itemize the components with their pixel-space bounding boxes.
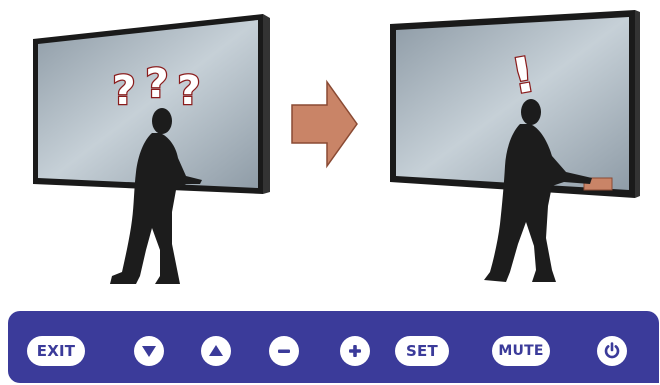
set-button[interactable]: SET bbox=[395, 336, 449, 366]
power-icon bbox=[603, 342, 621, 360]
triangle-down-icon bbox=[141, 344, 157, 358]
question-mark-2: ? bbox=[145, 61, 168, 107]
up-button[interactable] bbox=[201, 336, 231, 366]
minus-icon bbox=[276, 343, 292, 359]
down-button[interactable] bbox=[134, 336, 164, 366]
minus-button[interactable] bbox=[269, 336, 299, 366]
control-panel bbox=[8, 311, 659, 383]
plus-icon bbox=[347, 343, 363, 359]
illustration: ? ? ? ! bbox=[0, 0, 660, 300]
exit-button[interactable]: EXIT bbox=[27, 336, 85, 366]
triangle-up-icon bbox=[208, 344, 224, 358]
question-mark-1: ? bbox=[112, 68, 135, 114]
question-marks: ? ? ? bbox=[112, 61, 200, 114]
power-button[interactable] bbox=[597, 336, 627, 366]
mute-button[interactable]: MUTE bbox=[492, 336, 550, 366]
transition-arrow bbox=[292, 82, 357, 166]
plus-button[interactable] bbox=[340, 336, 370, 366]
question-mark-3: ? bbox=[177, 68, 200, 114]
